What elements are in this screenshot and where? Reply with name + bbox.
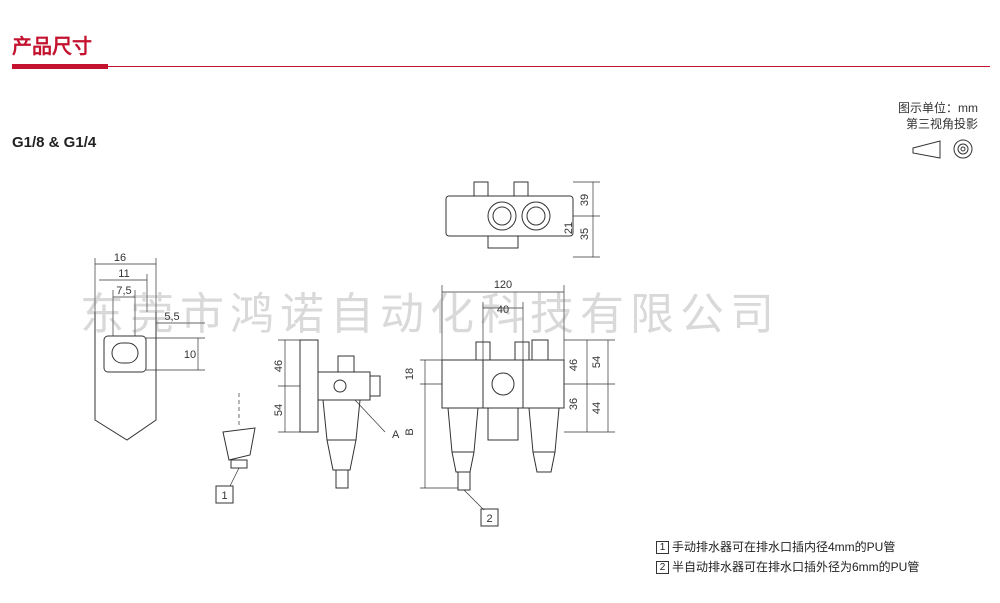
callout-1-label: 1 xyxy=(221,490,227,502)
dim-54-front: 54 xyxy=(591,356,603,368)
dim-11: 11 xyxy=(118,268,129,280)
note-1-text: 手动排水器可在排水口插内径4mm的PU管 xyxy=(672,540,896,554)
dim-16: 16 xyxy=(114,252,126,264)
title-accent-bar xyxy=(12,64,108,69)
side-view xyxy=(278,339,386,489)
manual-drain-detail xyxy=(222,393,256,487)
front-view xyxy=(420,285,615,511)
dim-18: 18 xyxy=(404,368,416,380)
company-watermark: 东莞市鸿诺自动化科技有限公司 xyxy=(80,289,780,340)
dim-120: 120 xyxy=(494,279,512,291)
projection-symbol-icon xyxy=(912,139,973,159)
section-subtitle: G1/8 & G1/4 xyxy=(12,134,97,151)
callout-1-box xyxy=(215,485,234,504)
dim-port-a: A xyxy=(392,429,400,441)
dim-54-side: 54 xyxy=(273,404,285,416)
units-block: 图示单位：mm 第三视角投影 xyxy=(898,100,978,132)
note-2-number: 2 xyxy=(656,560,669,574)
callout-2-label: 2 xyxy=(486,513,492,525)
units-label: 图示单位：mm xyxy=(898,101,978,115)
callout-2-box xyxy=(480,508,499,527)
note-1-number: 1 xyxy=(656,540,669,554)
dim-35: 35 xyxy=(579,228,591,240)
note-2: 2 半自动排水器可在排水口插外径为6mm的PU管 xyxy=(656,557,919,577)
dim-39: 39 xyxy=(579,194,591,206)
bracket-detail-view xyxy=(94,258,205,441)
dim-46-front: 46 xyxy=(568,359,580,371)
projection-label: 第三视角投影 xyxy=(905,117,978,131)
dim-7-5: 7,5 xyxy=(116,285,131,297)
dim-5-5: 5,5 xyxy=(164,311,179,323)
note-2-text: 半自动排水器可在排水口插外径为6mm的PU管 xyxy=(672,560,920,574)
dim-21: 21 xyxy=(563,222,575,234)
dim-b: B xyxy=(404,428,416,435)
dim-46-side: 46 xyxy=(273,360,285,372)
notes-block: 1 手动排水器可在排水口插内径4mm的PU管 2 半自动排水器可在排水口插外径为… xyxy=(656,537,919,577)
note-1: 1 手动排水器可在排水口插内径4mm的PU管 xyxy=(656,537,919,557)
page-title: 产品尺寸 xyxy=(12,36,92,58)
title-divider xyxy=(108,66,990,67)
dim-40: 40 xyxy=(497,304,509,316)
top-view xyxy=(445,181,600,258)
dim-36: 36 xyxy=(568,398,580,410)
dim-44: 44 xyxy=(591,402,603,414)
dim-10: 10 xyxy=(184,349,196,361)
